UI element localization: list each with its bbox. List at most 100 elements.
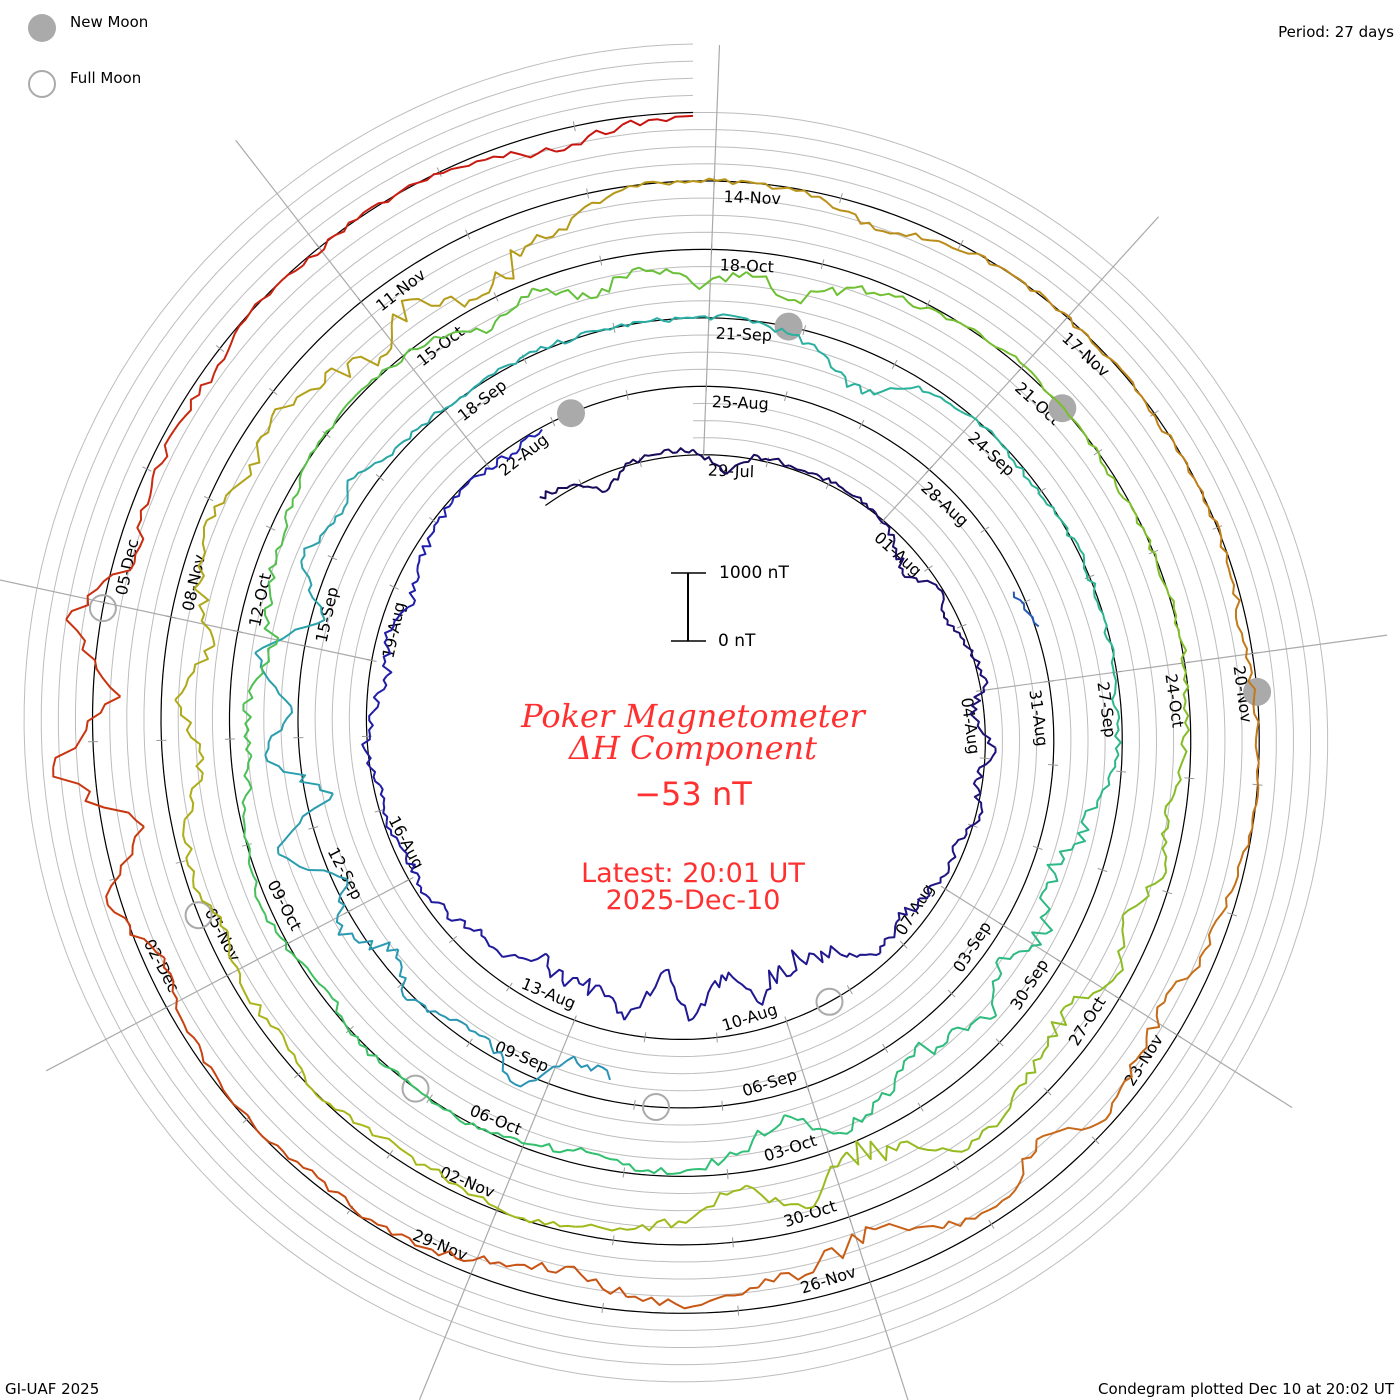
trace-segment (264, 914, 298, 960)
date-label: 26-Nov (798, 1262, 858, 1298)
date-label: 25-Aug (711, 392, 769, 413)
day-tick (268, 388, 278, 395)
trace-segment (372, 675, 388, 713)
date-label: 15-Sep (312, 585, 342, 644)
day-tick (505, 982, 513, 992)
trace-segment (756, 182, 820, 198)
date-label: 03-Sep (949, 918, 995, 976)
trace-segment (990, 957, 1003, 1017)
grid-spiral-line (211, 231, 1140, 1195)
trace-segment (276, 793, 334, 855)
day-tick (716, 1032, 718, 1043)
trace-segment (998, 440, 1030, 481)
trace-segment (975, 747, 997, 781)
trace-segment (1135, 1001, 1166, 1061)
day-tick (956, 623, 967, 629)
day-tick (1247, 652, 1258, 655)
scale-top-label: 1000 nT (719, 563, 789, 583)
trace-segment (946, 620, 969, 649)
trace-segment (545, 952, 566, 987)
trace-segment (370, 1218, 433, 1251)
trace-segment (997, 265, 1052, 305)
trace-segment (434, 327, 493, 340)
trace-segment (599, 985, 626, 1021)
new-moon-marker (1243, 677, 1272, 706)
trace-segment (149, 429, 175, 497)
day-tick (322, 431, 331, 438)
trace-segment (331, 997, 361, 1045)
trace-segment (263, 603, 280, 656)
date-label: 02-Nov (437, 1162, 497, 1201)
grid-spiral-line (314, 334, 1038, 1092)
trace-segment (874, 512, 896, 541)
date-label: 21-Sep (715, 324, 772, 345)
trace-segment (1113, 704, 1122, 756)
trace-segment (659, 447, 694, 455)
trace-segment (573, 1055, 611, 1081)
trace-segment (777, 949, 809, 978)
trace-segment (745, 271, 795, 302)
day-tick (633, 1099, 636, 1110)
day-tick (550, 416, 556, 427)
trace-segment (692, 1286, 759, 1308)
trace-segment (565, 1265, 628, 1298)
trace-segment (741, 316, 788, 335)
trace-segment (268, 550, 278, 605)
full-moon-marker (184, 901, 213, 930)
day-tick (1043, 1087, 1052, 1096)
new-moon-marker (557, 399, 585, 428)
trace-segment (960, 410, 1000, 442)
grid-spiral-line (331, 351, 1021, 1075)
grid-spiral-line (143, 163, 1209, 1263)
trace-segment (515, 1216, 576, 1228)
day-tick (940, 885, 950, 893)
trace-segment (519, 217, 573, 257)
day-tick (1227, 912, 1237, 917)
day-tick (468, 1269, 474, 1279)
trace-segment (641, 1167, 694, 1175)
day-tick (599, 255, 603, 266)
footer-credit: GI-UAF 2025 (5, 1380, 100, 1398)
full-moon-marker (401, 1074, 430, 1103)
trace-segment (1036, 1118, 1107, 1141)
day-tick (820, 259, 825, 270)
trace-segment (1058, 517, 1086, 562)
trace-segment (1048, 393, 1088, 438)
trace-segment (1175, 450, 1210, 509)
trace-segment (511, 428, 543, 455)
day-tick (203, 495, 214, 502)
day-tick (142, 466, 152, 472)
trace-segment (959, 322, 1010, 355)
day-tick (988, 1219, 995, 1229)
trace-segment (182, 1023, 221, 1083)
day-tick (327, 555, 338, 561)
day-tick (805, 1081, 810, 1092)
day-tick (891, 359, 898, 370)
new-moon-marker (774, 312, 803, 341)
day-tick (466, 1038, 473, 1048)
trace-segment (1230, 828, 1254, 892)
trace-segment (623, 969, 666, 1021)
trace-segment (411, 1156, 464, 1190)
trace-segment (598, 320, 646, 332)
grid-spiral-line (194, 214, 1158, 1212)
trace-segment (431, 1248, 500, 1265)
trace-segment (254, 618, 326, 654)
day-tick (1114, 995, 1124, 1002)
trace-segment (571, 185, 630, 220)
trace-segment (692, 448, 724, 474)
trace-segment (692, 271, 748, 290)
trace-segment (1098, 607, 1115, 656)
trace-segment (877, 1056, 910, 1101)
day-tick (1063, 313, 1071, 322)
trace-segment (692, 313, 742, 321)
trace-segment (317, 1176, 372, 1221)
trace-segment (1163, 950, 1206, 1003)
trace-segment (918, 385, 961, 413)
trace-segment (498, 1261, 567, 1274)
trace-segment (742, 1114, 786, 1153)
trace-segment (247, 862, 267, 916)
day-tick (357, 297, 365, 307)
day-tick (375, 474, 385, 481)
trace-segment (449, 1018, 490, 1041)
